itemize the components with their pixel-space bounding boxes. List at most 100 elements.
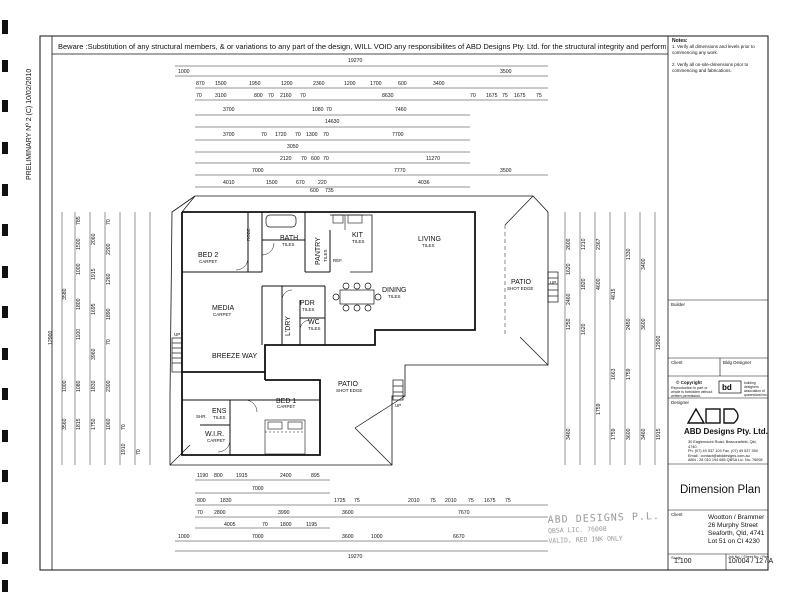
- roof-outline: [169, 195, 549, 466]
- dim-top: 1000: [178, 69, 190, 75]
- dim-left: 1260: [106, 273, 112, 285]
- job-label: Job No. / Sheet No. / Rev.: [728, 555, 770, 559]
- dim-right: 1210: [581, 238, 587, 250]
- dim-top: 70: [268, 93, 274, 99]
- internal-walls: [182, 212, 331, 455]
- dim-top: 1950: [249, 81, 261, 87]
- dim-left: 1890: [106, 308, 112, 320]
- room-bed1: BED 1: [276, 398, 296, 405]
- address-line1: 26 Murphy Street: [708, 522, 758, 529]
- room-wc: WC: [308, 319, 320, 326]
- room-robe: ROBE: [246, 228, 251, 241]
- dim-top: 7770: [394, 168, 406, 174]
- company-email: Email : contact@abddesigns.com.au: [688, 453, 750, 458]
- note-item: 1. Verify all dimensions and levels prio…: [672, 44, 755, 55]
- dim-left: 2060: [91, 233, 97, 245]
- dim-bottom: 2400: [280, 473, 292, 479]
- dim-bottom: 1915: [236, 473, 248, 479]
- dim-top: 1200: [281, 81, 293, 87]
- dim-top: 70: [300, 93, 306, 99]
- dim-right: 2600: [566, 238, 572, 250]
- dim-top: 11270: [426, 156, 440, 162]
- label-up-west: UP: [174, 332, 180, 337]
- dim-right: 3460: [641, 428, 647, 440]
- dim-top: 1675: [514, 93, 526, 99]
- dim-right: 1663: [611, 368, 617, 380]
- dim-bottom: 2800: [214, 510, 226, 516]
- address-line2: Seaforth, Qld, 4741: [708, 530, 765, 537]
- dim-right: 1250: [566, 318, 572, 330]
- dim-bottom: 1000: [178, 534, 190, 540]
- room-living: LIVING: [418, 236, 441, 243]
- dim-right: 4615: [611, 288, 617, 300]
- room-patio-east-floor: SHOT EDGE: [507, 286, 533, 291]
- dim-bottom: 70: [197, 510, 203, 516]
- dim-right: 1915: [656, 428, 662, 440]
- dim-bottom: 75: [468, 498, 474, 504]
- note-item: 2. Verify all on-site-dimensions prior t…: [672, 62, 749, 73]
- room-labels: BED 2 CARPET ROBE BATH TILES PANTRY TILE…: [174, 228, 556, 443]
- dim-left: 785: [76, 216, 82, 225]
- room-bath-floor: TILES: [282, 242, 295, 247]
- dim-top: 70: [323, 156, 329, 162]
- dim-left: 3960: [91, 348, 97, 360]
- room-pdr-floor: TILES: [302, 307, 315, 312]
- copyright-text: Reproduction in part or whole is forbidd…: [671, 386, 713, 399]
- bldg-designer-label: Bldg Designer: [723, 360, 752, 365]
- dim-bottom: 4005: [224, 522, 236, 528]
- dim-left: 1750: [91, 418, 97, 430]
- binder-holes: [2, 20, 8, 592]
- dim-top: 670: [296, 180, 305, 186]
- room-media-floor: CARPET: [213, 312, 232, 317]
- dim-bottom: 3600: [342, 534, 354, 540]
- company-address: 30 Eaglemount Road, Beaconsfield, Qld, 4…: [688, 440, 757, 449]
- designer-label: Designer: [671, 400, 690, 405]
- room-ldry: L'DRY: [285, 316, 292, 336]
- dim-top: 8630: [382, 93, 394, 99]
- dim-bottom: 75: [505, 498, 511, 504]
- dim-top: 1080: [312, 107, 324, 113]
- dim-bottom: 70: [262, 522, 268, 528]
- room-bath: BATH: [280, 235, 298, 242]
- dim-right: 3400: [641, 258, 647, 270]
- kitchen-bench: [330, 214, 373, 273]
- dim-top: 1500: [266, 180, 278, 186]
- dim-top: 7700: [392, 132, 404, 138]
- room-wir-floor: CARPET: [207, 438, 226, 443]
- dim-top: 600: [310, 188, 319, 194]
- dim-left: 12900: [48, 330, 54, 345]
- dim-right: 1759: [626, 368, 632, 380]
- dim-bottom: 1675: [484, 498, 496, 504]
- dim-left: 70: [121, 424, 127, 430]
- dim-top: 3700: [223, 132, 235, 138]
- dim-top: 3500: [500, 69, 512, 75]
- dim-bottom: 1725: [334, 498, 346, 504]
- dim-top: 870: [196, 81, 205, 87]
- dim-top: 70: [301, 156, 307, 162]
- dim-right: 4600: [596, 278, 602, 290]
- bath-tub: [265, 214, 297, 228]
- dim-left: 3580: [62, 288, 68, 300]
- bdaq-text: building designers association of queens…: [744, 381, 768, 397]
- dim-bottom: 1800: [280, 522, 292, 528]
- room-bed2: BED 2: [198, 252, 218, 259]
- client-label: Client: [671, 512, 683, 517]
- dim-left: 1000: [76, 263, 82, 275]
- dim-right: 1759: [596, 403, 602, 415]
- dim-bottom: 7000: [252, 534, 264, 540]
- room-bed1-floor: CARPET: [277, 404, 296, 409]
- dim-top: 1675: [486, 93, 498, 99]
- dim-right: 1820: [581, 278, 587, 290]
- dim-bottom: 1000: [371, 534, 383, 540]
- dim-right: 3600: [626, 428, 632, 440]
- bdaq-logo-icon: bd: [718, 380, 742, 394]
- dim-left: 1080: [76, 380, 82, 392]
- dim-bottom: 75: [430, 498, 436, 504]
- label-up-east: UP: [550, 280, 556, 285]
- bottom-dimensions: 1190 800 1915 2400 895 7000 800 1830 172…: [178, 473, 511, 560]
- external-walls: [181, 211, 476, 456]
- dim-top: 600: [398, 81, 407, 87]
- bed1-bed: [264, 419, 306, 455]
- notes-heading: Notes:: [672, 38, 688, 44]
